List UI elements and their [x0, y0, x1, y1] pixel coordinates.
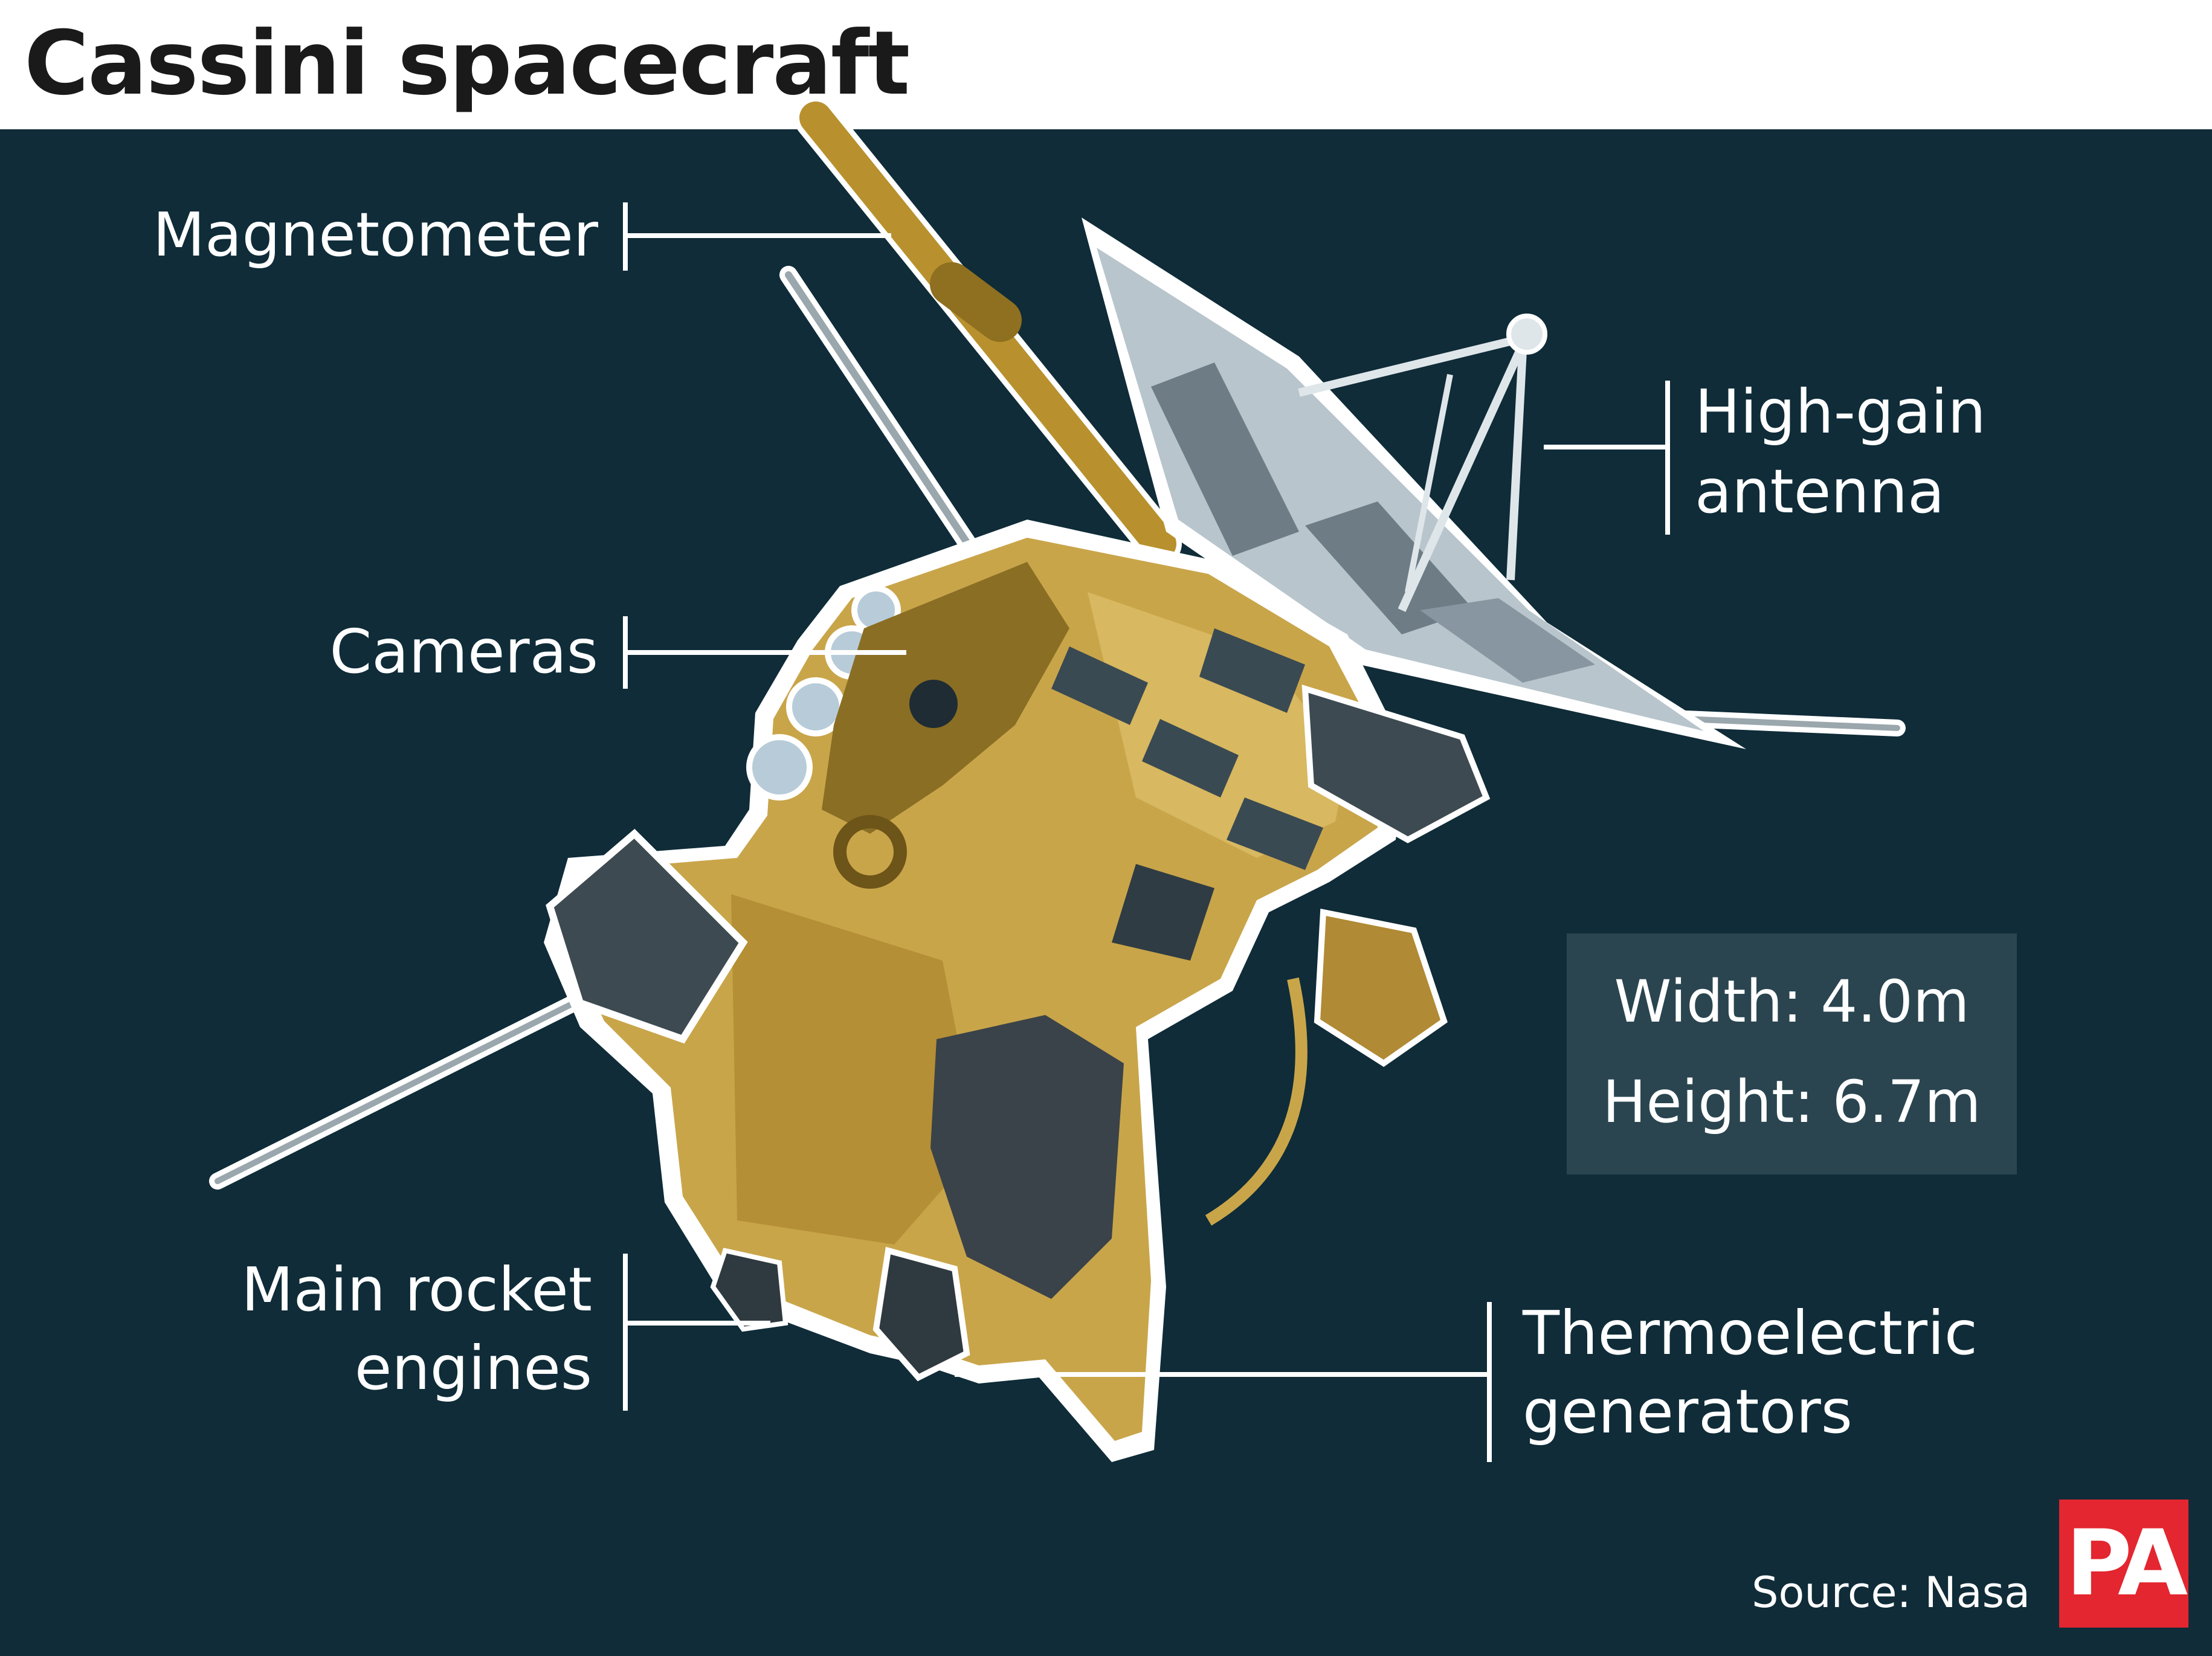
- dish-shadow-3: [1420, 598, 1595, 683]
- page-title: Cassini spacecraft: [24, 12, 910, 115]
- high-gain-dish: [1097, 248, 1704, 731]
- thermoelectric-generators-label-line1: Thermoelectric: [1523, 1298, 1978, 1368]
- body-highlight: [1088, 592, 1347, 858]
- feed-strut-3: [1506, 350, 1527, 581]
- feed-strut-4: [1405, 374, 1453, 593]
- vent-grille-4: [1227, 797, 1323, 870]
- feed-strut-2: [1398, 343, 1527, 612]
- camera-aperture: [909, 680, 958, 728]
- rpws-antenna-inner: [214, 967, 643, 1184]
- high-gain-antenna-label-line1: High-gain: [1695, 376, 1986, 447]
- rtg-right: [1314, 908, 1448, 1068]
- body-shade: [731, 894, 979, 1245]
- engine-shield: [930, 1015, 1124, 1299]
- high-gain-antenna-label-line2: antenna: [1695, 456, 1945, 527]
- main-engine-nozzle: [872, 1246, 970, 1382]
- thermoelectric-generators-label-line2: generators: [1523, 1376, 1852, 1447]
- magnetometer-boom-joint: [930, 262, 1022, 342]
- rtg-left: [710, 1248, 788, 1332]
- cameras-label: Cameras: [329, 616, 598, 687]
- feed-strut-1: [1298, 334, 1524, 397]
- feed-horn: [1506, 314, 1547, 355]
- source-credit: Source: Nasa: [1752, 1568, 2030, 1617]
- pa-logo: PA: [2059, 1500, 2188, 1628]
- dish-shadow-2: [1305, 501, 1474, 634]
- dimensions-box: Width: 4.0m Height: 6.7m: [1567, 933, 2017, 1174]
- vent-grille-2: [1142, 719, 1239, 797]
- vent-grille-1: [1051, 646, 1148, 725]
- main-rocket-engines-label-line2: engines: [354, 1333, 592, 1403]
- dish-boom-inner: [1683, 716, 1900, 731]
- magnetometer-label: Magnetometer: [152, 199, 598, 270]
- bottom-rule: [0, 1642, 2212, 1656]
- width-value: Width: 4.0m: [1614, 968, 1970, 1036]
- ring-instrument: [833, 815, 907, 889]
- huygens-probe-housing: [546, 828, 748, 1044]
- main-rocket-engines-label-line1: Main rocket: [241, 1254, 592, 1325]
- rtg-right-strut: [1205, 977, 1308, 1226]
- camera-lens-1: [746, 734, 813, 801]
- leader-lines: [623, 202, 1670, 1462]
- low-gain-boom-inner: [785, 271, 979, 559]
- electronics-bay: [1301, 685, 1491, 843]
- dish-shadow-1: [1151, 362, 1299, 556]
- vent-grille-3: [1199, 628, 1305, 713]
- height-value: Height: 6.7m: [1602, 1068, 1981, 1136]
- body-panel-dark: [1112, 864, 1214, 961]
